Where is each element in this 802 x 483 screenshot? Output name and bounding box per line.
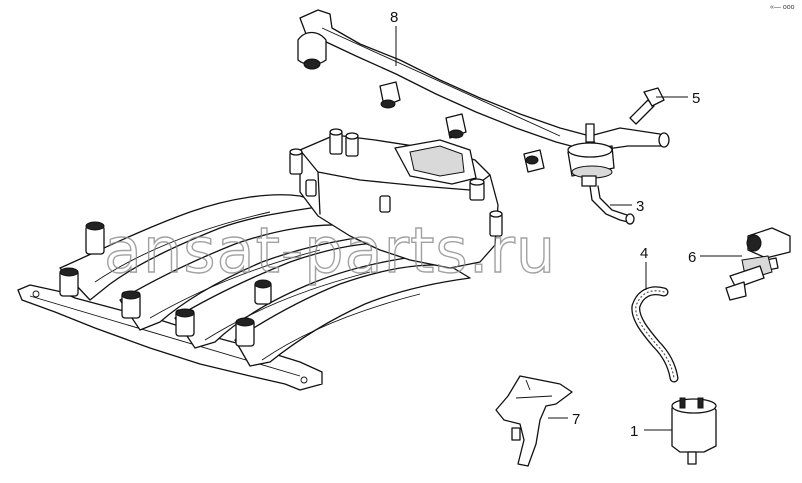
pressure-regulator — [567, 123, 635, 225]
callout-label: 1 — [630, 423, 638, 440]
mounting-bracket — [495, 375, 573, 467]
watermark: ansat-parts.ru — [104, 214, 556, 287]
callout-5: 5 — [656, 90, 700, 107]
callout-3: 3 — [610, 198, 644, 215]
callout-label: 8 — [390, 9, 398, 26]
fuel-pressure-damper — [671, 397, 717, 465]
corner-mark: «— ooo — [770, 4, 795, 11]
callout-1: 1 — [630, 423, 672, 440]
fuel-injector — [725, 227, 791, 301]
callout-7: 7 — [548, 411, 580, 428]
callout-6: 6 — [688, 249, 742, 266]
callout-label: 7 — [572, 411, 580, 428]
injector-bosses — [59, 221, 272, 347]
callout-label: 6 — [688, 249, 696, 266]
callout-label: 3 — [636, 198, 644, 215]
callout-8: 8 — [390, 9, 398, 66]
manifold-studs — [289, 128, 503, 237]
fuel-rail — [297, 9, 670, 173]
callout-label: 5 — [692, 90, 700, 107]
fuel-rail-bolt — [629, 87, 665, 125]
callout-label: 4 — [640, 245, 648, 262]
vacuum-hose — [631, 286, 679, 383]
callout-4: 4 — [640, 245, 648, 290]
intake-manifold — [17, 128, 503, 391]
